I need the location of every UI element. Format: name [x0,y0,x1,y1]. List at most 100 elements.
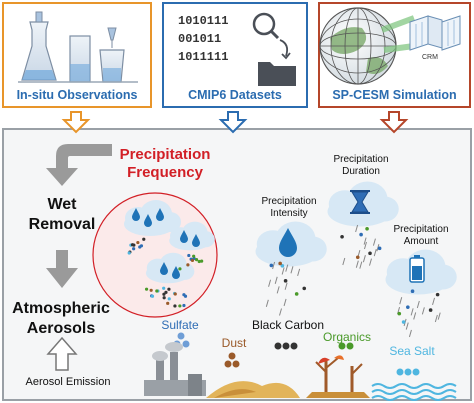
rain-streak [373,248,377,257]
dust-label: Dust [221,336,247,350]
aerosol-dot [144,287,149,291]
rain-streak [413,312,417,320]
rain-streak [434,314,438,323]
aerosol-dot [194,258,199,262]
aerosol-dot [365,226,369,231]
aerosol-dot [368,251,372,256]
beaker-icon [18,11,138,83]
aerosol-dot [173,304,177,308]
aerosol-dot [130,243,135,247]
rain-streak [362,255,366,263]
aerosol-dot [410,289,415,294]
flow-arrows [46,144,112,371]
sulfate-label: Sulfate [161,318,199,332]
desert-icon [206,381,300,398]
aerosol-dot [355,255,360,260]
rain-streak [416,300,420,309]
wet-removal-line1: Wet [47,196,77,213]
organics-label: Organics [322,330,372,344]
crm-grid-icon [380,15,461,53]
rain-streak [274,276,278,284]
aerosol-dot [127,251,131,255]
rain-streak [342,257,346,266]
binary-line-2: 001011 [178,32,222,46]
wet-removal-line2: Removal [28,216,96,233]
sea-waves-icon [371,383,457,401]
aerosol-dot [197,259,201,264]
aerosol-dot [269,263,274,268]
aerosol-dot [190,258,195,263]
rain-streak [265,299,269,307]
aerosol-dot [187,253,191,258]
globe-icon [319,7,397,85]
black-carbon-label: Black Carbon [251,318,325,332]
aerosol-dot [192,254,196,258]
rain-streak [297,268,301,276]
rain-streak [369,258,372,266]
aerosol-dot [397,311,402,316]
amount-cloud [385,249,457,295]
aerosol-dot [162,292,166,296]
aerosol-dot [186,263,190,267]
aerosol-emission-label: Aerosol Emission [25,376,111,388]
precip-duration-line2: Duration [342,166,380,177]
rain-streak [276,286,280,294]
aerosol-dot [340,234,344,239]
precip-duration-line1: Precipitation [333,154,389,165]
rain-streak [355,260,359,268]
aerosol-dot [150,294,155,298]
aerosol-dot [182,293,186,297]
rain-streak [399,297,403,305]
rain-streak [284,282,288,290]
rain-streak [268,279,272,287]
insitu-label: In-situ Observations [16,88,138,102]
spcesm-label: SP-CESM Simulation [332,88,457,102]
aerosol-dot [401,320,406,324]
aerosol-dot [377,246,382,251]
cmip6-label: CMIP6 Datasets [188,88,282,102]
rain-streak [272,261,276,270]
aerosol-dot [162,286,166,290]
rain-streak [405,322,409,330]
crm-label: CRM [422,54,438,61]
aerosol-dot [162,296,166,300]
aerosol-dot [173,292,177,296]
factory-icon [144,342,206,396]
aerosol-dot [136,240,140,245]
aerosols-line1: Atmospheric [12,300,110,317]
aerosol-dot [359,232,363,237]
sea-salt-label: Sea Salt [389,344,435,358]
precip-amount-line1: Precipitation [393,224,449,235]
rain-streaks [265,224,441,338]
aerosol-dot [167,297,171,301]
aerosol-dot [406,305,410,309]
aerosol-dot [149,288,153,292]
rain-streak [283,298,287,307]
aerosol-dot [132,247,136,251]
aerosol-dot [280,264,285,268]
rain-streak [376,244,380,252]
precip-intensity-line2: Intensity [270,208,308,219]
duration-cloud [327,181,399,227]
precip-frequency-line2: Frequency [127,164,203,181]
tree-icon [306,355,370,398]
aerosol-dot [428,308,433,312]
aerosol-dot [178,304,182,308]
aerosol-dot [302,286,307,291]
aerosol-dot [182,303,186,308]
binary-line-3: 1011111 [178,50,229,64]
binary-line-1: 1010111 [178,14,229,28]
aerosol-dot [155,289,159,293]
aerosol-dot [435,292,440,297]
aerosol-dot [200,259,204,263]
intensity-cloud [255,221,327,267]
rain-streak [363,237,367,245]
aerosol-dot [164,290,168,294]
aerosol-dot [283,279,288,283]
rain-streak [408,329,412,338]
rain-streak [290,266,294,274]
frequency-circle [92,192,218,318]
aerosol-dot [139,244,144,248]
rain-streak [279,308,282,316]
